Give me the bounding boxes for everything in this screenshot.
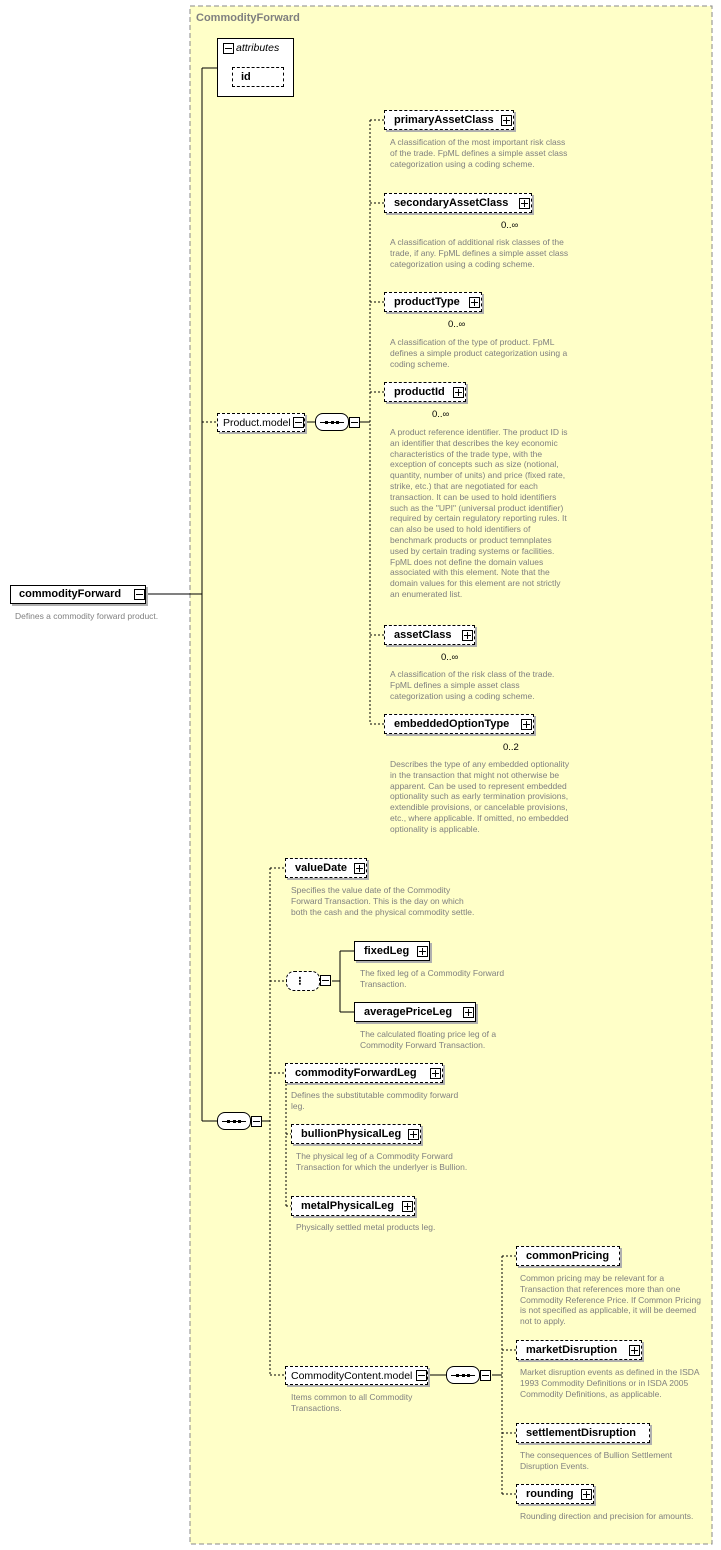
- collapse-icon[interactable]: [320, 975, 331, 986]
- element-description: Rounding direction and precision for amo…: [520, 1511, 694, 1521]
- element-label: secondaryAssetClass: [394, 197, 509, 209]
- element-description: A product reference identifier. The prod…: [390, 427, 568, 599]
- element-description: The calculated floating price leg of a C…: [360, 1029, 497, 1050]
- element-product-id[interactable]: productId: [384, 382, 466, 402]
- element-fixed-leg[interactable]: fixedLeg: [354, 941, 430, 961]
- expand-icon[interactable]: [519, 198, 530, 209]
- element-description: Specifies the value date of the Commodit…: [291, 885, 475, 917]
- sequence-compositor: [446, 1366, 480, 1384]
- collapse-icon[interactable]: [223, 43, 234, 54]
- element-common-pricing[interactable]: commonPricing: [516, 1246, 620, 1266]
- element-primary-asset-class[interactable]: primaryAssetClass: [384, 110, 514, 130]
- product-model-label: Product.model: [223, 417, 291, 429]
- element-average-price-leg[interactable]: averagePriceLeg: [354, 1002, 476, 1022]
- element-value-date[interactable]: valueDate: [285, 858, 367, 878]
- cardinality: 0..∞: [432, 409, 450, 420]
- element-commodity-forward-leg[interactable]: commodityForwardLeg: [285, 1063, 443, 1083]
- root-element-label: commodityForward: [19, 588, 122, 600]
- element-label: productId: [394, 386, 445, 398]
- product-model-group[interactable]: Product.model: [217, 413, 305, 432]
- expand-icon[interactable]: [453, 387, 464, 398]
- sequence-compositor: [315, 413, 349, 431]
- cardinality: 0..∞: [441, 652, 459, 663]
- element-description: Market disruption events as defined in t…: [520, 1367, 700, 1399]
- collapse-icon[interactable]: [349, 417, 360, 428]
- collapse-icon[interactable]: [480, 1370, 491, 1381]
- element-description: Describes the type of any embedded optio…: [390, 759, 570, 834]
- cardinality: 0..∞: [501, 220, 519, 231]
- cardinality: 0..2: [503, 742, 519, 753]
- element-description: A classification of additional risk clas…: [390, 237, 569, 269]
- attributes-box[interactable]: attributes id: [217, 38, 294, 97]
- expand-icon[interactable]: [581, 1489, 592, 1500]
- collapse-icon[interactable]: [251, 1116, 262, 1127]
- expand-icon[interactable]: [501, 115, 512, 126]
- element-description: A classification of the risk class of th…: [390, 669, 555, 701]
- root-description: Defines a commodity forward product.: [15, 611, 159, 621]
- element-description: Physically settled metal products leg.: [296, 1222, 436, 1232]
- element-label: embeddedOptionType: [394, 718, 510, 730]
- element-label: averagePriceLeg: [364, 1006, 453, 1018]
- collapse-icon[interactable]: [293, 417, 304, 428]
- element-description: A classification of the most important r…: [390, 137, 568, 169]
- element-description: Common pricing may be relevant for a Tra…: [520, 1273, 701, 1327]
- expand-icon[interactable]: [354, 863, 365, 874]
- element-embedded-option-type[interactable]: embeddedOptionType: [384, 714, 534, 734]
- element-label: valueDate: [295, 862, 347, 874]
- element-metal-physical-leg[interactable]: metalPhysicalLeg: [291, 1196, 415, 1216]
- element-description: Defines the substitutable commodity forw…: [291, 1090, 459, 1111]
- element-secondary-asset-class[interactable]: secondaryAssetClass: [384, 193, 532, 213]
- element-label: fixedLeg: [364, 945, 410, 957]
- commodity-content-label: CommodityContent.model: [291, 1370, 413, 1382]
- cardinality: 0..∞: [448, 319, 466, 330]
- collapse-icon[interactable]: [416, 1370, 427, 1381]
- root-element[interactable]: commodityForward: [10, 585, 146, 604]
- element-rounding[interactable]: rounding: [516, 1484, 594, 1504]
- element-description: The physical leg of a Commodity Forward …: [296, 1151, 468, 1172]
- element-product-type[interactable]: productType: [384, 292, 482, 312]
- element-description: Items common to all Commodity Transactio…: [291, 1392, 413, 1413]
- expand-icon[interactable]: [430, 1068, 441, 1079]
- expand-icon[interactable]: [469, 297, 480, 308]
- attribute-id-label: id: [241, 71, 251, 83]
- group-title: CommodityForward: [196, 12, 300, 24]
- element-label: marketDisruption: [526, 1344, 618, 1356]
- expand-icon[interactable]: [521, 719, 532, 730]
- element-market-disruption[interactable]: marketDisruption: [516, 1340, 642, 1360]
- element-settlement-disruption[interactable]: settlementDisruption: [516, 1423, 650, 1443]
- element-label: settlementDisruption: [526, 1427, 637, 1439]
- element-label: primaryAssetClass: [394, 114, 494, 126]
- expand-icon[interactable]: [408, 1129, 419, 1140]
- attributes-label: attributes: [236, 42, 280, 54]
- collapse-icon[interactable]: [134, 589, 145, 600]
- element-label: commodityForwardLeg: [295, 1067, 417, 1079]
- element-label: bullionPhysicalLeg: [301, 1128, 402, 1140]
- expand-icon[interactable]: [402, 1201, 413, 1212]
- element-asset-class[interactable]: assetClass: [384, 625, 475, 645]
- element-label: rounding: [526, 1488, 574, 1500]
- element-description: The consequences of Bullion Settlement D…: [520, 1450, 673, 1471]
- attribute-id[interactable]: id: [232, 67, 284, 87]
- element-label: assetClass: [394, 629, 452, 641]
- expand-icon[interactable]: [463, 1007, 474, 1018]
- group-background: [189, 5, 713, 1545]
- commodity-content-model-group[interactable]: CommodityContent.model: [285, 1366, 428, 1385]
- expand-icon[interactable]: [629, 1345, 640, 1356]
- element-bullion-physical-leg[interactable]: bullionPhysicalLeg: [291, 1124, 421, 1144]
- choice-compositor: ⁝: [286, 971, 320, 991]
- element-description: The fixed leg of a Commodity Forward Tra…: [360, 968, 505, 989]
- element-description: A classification of the type of product.…: [390, 337, 568, 369]
- element-label: metalPhysicalLeg: [301, 1200, 394, 1212]
- expand-icon[interactable]: [417, 946, 428, 957]
- sequence-compositor: [217, 1112, 251, 1130]
- element-label: productType: [394, 296, 460, 308]
- element-label: commonPricing: [526, 1250, 610, 1262]
- expand-icon[interactable]: [462, 630, 473, 641]
